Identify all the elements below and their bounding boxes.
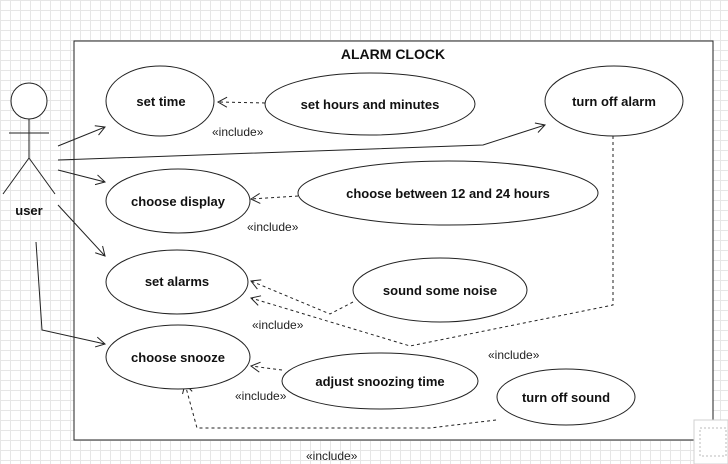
assoc-set-time [57,125,106,147]
minimap-viewport [699,427,727,457]
use-case-turn-off-alarm[interactable]: turn off alarm [544,65,684,137]
include-edge-turn-off-alarm [250,136,614,347]
include-edge-12-24 [249,193,299,204]
use-case-choose-12-24[interactable]: choose between 12 and 24 hours [297,160,599,226]
use-case-label: choose snooze [131,350,225,365]
use-case-label: set hours and minutes [301,97,440,112]
use-case-label: sound some noise [383,283,497,298]
include-edge-sound-noise [250,279,354,315]
assoc-choose-display [57,169,106,186]
use-case-label: choose display [131,194,226,209]
use-case-sound-noise[interactable]: sound some noise [352,257,528,323]
include-label: «include» [252,318,304,332]
assoc-turn-off-alarm [57,122,546,161]
actor-head [10,82,48,120]
include-label: «include» [247,220,299,234]
assoc-set-alarms [57,204,106,257]
include-edge-snoozing [249,361,283,373]
include-label: «include» [306,449,358,463]
use-case-choose-snooze[interactable]: choose snooze [105,324,251,390]
use-case-label: turn off sound [522,390,610,405]
actor-leg-left [2,157,30,195]
use-case-adjust-snoozing[interactable]: adjust snoozing time [281,352,479,410]
use-case-label: adjust snoozing time [315,374,444,389]
assoc-choose-snooze [35,241,107,348]
include-label: «include» [235,389,287,403]
include-edge-hours [216,96,266,108]
use-case-choose-display[interactable]: choose display [105,168,251,234]
use-case-set-time[interactable]: set time [105,65,215,137]
use-case-label: turn off alarm [572,94,656,109]
minimap-widget[interactable] [693,419,728,464]
use-case-set-alarms[interactable]: set alarms [105,249,249,315]
use-case-label: choose between 12 and 24 hours [346,186,550,201]
system-title: ALARM CLOCK [341,46,445,62]
use-case-label: set alarms [145,274,209,289]
actor-user[interactable]: user [2,82,56,218]
include-edge-turn-off-sound [182,383,497,429]
include-label: «include» [488,348,540,362]
actor-label: user [15,203,42,218]
use-case-set-hours-minutes[interactable]: set hours and minutes [264,72,476,136]
use-case-label: set time [136,94,185,109]
use-case-turn-off-sound[interactable]: turn off sound [496,368,636,426]
actor-leg-right [28,157,56,195]
include-label: «include» [212,125,264,139]
